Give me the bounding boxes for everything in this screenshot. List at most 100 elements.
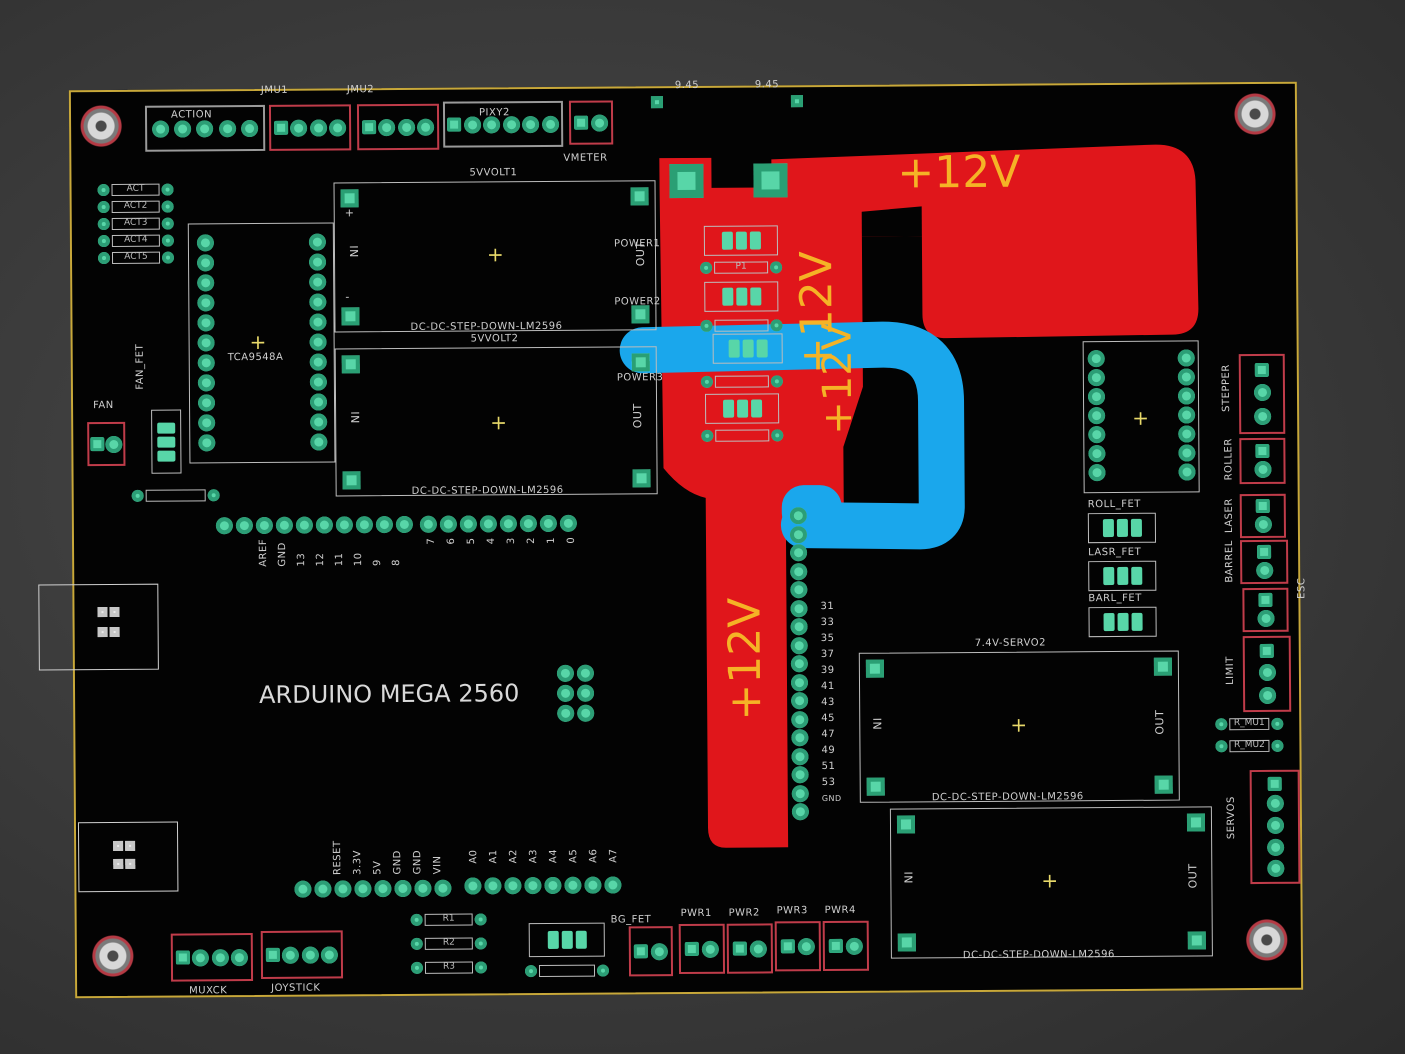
icsp-header[interactable] [556, 664, 595, 722]
buck4-out: OUT [1186, 863, 1200, 889]
p3-diode[interactable] [700, 375, 783, 388]
arduino-digital-header-right[interactable] [419, 514, 577, 533]
arduino-digital-header-left[interactable] [215, 515, 413, 535]
act-led-5[interactable]: ACT5 [97, 251, 175, 265]
roll-fet[interactable] [1087, 512, 1157, 544]
buck-converter-1: + - IN OUT + [333, 180, 657, 333]
muxck-label: MUXCK [189, 985, 228, 997]
p1-diode[interactable]: P1 [700, 261, 783, 274]
buck2-converter-label: DC-DC-STEP-DOWN-LM2596 [411, 484, 564, 497]
pixy2-header[interactable] [442, 100, 564, 148]
mounting-hole-top-right [1232, 91, 1278, 137]
p4-diode[interactable] [701, 429, 784, 442]
roller-header[interactable] [1239, 437, 1286, 485]
buck2-out: OUT [631, 403, 645, 429]
laser-label: LASER [1223, 498, 1235, 534]
pwr4-header[interactable] [822, 920, 870, 972]
bottom-fet-resistor[interactable] [524, 964, 610, 978]
power1-regulator[interactable] [703, 225, 779, 256]
resistor-r2[interactable]: R2 [410, 937, 487, 950]
power2-regulator[interactable] [704, 281, 779, 312]
bg-fet-header[interactable] [628, 926, 674, 977]
laser-header[interactable] [1239, 493, 1286, 539]
lasr-fet[interactable] [1088, 560, 1157, 592]
sw-volt1-label: 5VVOLT1 [469, 167, 518, 179]
analog-pin-labels: A0 A1 A2 A3 A4 A5 A6 A7 [468, 848, 620, 864]
p2-diode[interactable] [700, 319, 783, 332]
pwr3-label: PWR3 [776, 905, 808, 917]
buck3-converter-label: DC-DC-STEP-DOWN-LM2596 [931, 791, 1084, 804]
power-in-pad-1[interactable] [669, 163, 704, 199]
resistor-r3[interactable]: R3 [410, 961, 488, 974]
esc-label: ESC [1296, 577, 1308, 599]
sw-volt2-label: 5VVOLT2 [470, 333, 519, 345]
roller-label: ROLLER [1223, 438, 1235, 481]
muxck-header[interactable] [170, 933, 254, 982]
pcb-board: ACTION JMU1 JMU2 PIXY2 VMETER 9.45 9.45 … [38, 79, 1307, 999]
vmeter-header[interactable] [568, 100, 614, 145]
power3-label: POWER3 [616, 372, 664, 384]
pwr4-label: PWR4 [824, 904, 856, 917]
act-led-column: ACT ACT2 ACT3 ACT4 ACT5 [97, 183, 175, 265]
resistor-r1[interactable]: R1 [410, 913, 487, 926]
fan-label: FAN [93, 399, 114, 412]
vmeter-label: VMETER [563, 152, 608, 164]
buck1-in: IN [346, 245, 361, 258]
barl-fet-label: BARL_FET [1088, 592, 1142, 605]
esc-header[interactable] [1242, 587, 1289, 633]
pwr1-label: PWR1 [680, 907, 712, 920]
power4-regulator[interactable] [704, 393, 780, 424]
limit-label: LIMIT [1224, 656, 1237, 685]
joystick-header[interactable] [260, 930, 344, 979]
board-title: ARDUINO MEGA 2560 [258, 679, 520, 709]
limit-header[interactable] [1242, 635, 1292, 713]
jmu1-header[interactable] [268, 104, 352, 151]
action-header[interactable] [144, 104, 266, 152]
fan-fet[interactable] [151, 409, 182, 474]
power2-label: POWER2 [614, 296, 661, 308]
jmu1-label: JMU1 [260, 84, 289, 96]
barl-fet[interactable] [1088, 606, 1157, 638]
power-pin-labels: RESET 3.3V 5V GND GND VIN [332, 840, 444, 876]
power3-regulator[interactable] [712, 333, 783, 364]
mounting-hole-top-left [78, 103, 124, 149]
buck3-out: OUT [1153, 709, 1167, 735]
roll-fet-label: ROLL_FET [1087, 498, 1141, 511]
pwr3-header[interactable] [774, 921, 822, 972]
act-led-3[interactable]: ACT3 [97, 217, 174, 231]
barrel-header[interactable] [1240, 539, 1289, 585]
joystick-label: JOYSTICK [271, 982, 321, 994]
fan-resistor[interactable] [131, 489, 220, 502]
buck2-in: IN [348, 411, 362, 424]
top-copper-pour-main [659, 144, 1199, 848]
buck-converter-4: IN OUT + [889, 806, 1213, 959]
bottom-fet[interactable] [528, 922, 605, 958]
pwr1-header[interactable] [678, 923, 726, 975]
pwr2-header[interactable] [726, 923, 774, 974]
act-led-4[interactable]: ACT4 [97, 234, 174, 248]
servos-header[interactable] [1249, 769, 1301, 885]
fan-fet-label: FAN_FET [134, 343, 146, 390]
stepper-header[interactable] [1238, 353, 1286, 435]
r-mu1[interactable]: R_MU1 [1215, 717, 1284, 731]
arduino-power-header[interactable] [294, 879, 452, 898]
r-mu2[interactable]: R_MU2 [1215, 739, 1284, 753]
buck1-converter-label: DC-DC-STEP-DOWN-LM2596 [410, 320, 563, 333]
pour-label-top: +12V [897, 146, 1021, 199]
bg-fet-label: BG_FET [610, 914, 652, 926]
stepper-label: STEPPER [1220, 364, 1233, 412]
arduino-right-pin-column[interactable] [789, 507, 809, 821]
act-led-1[interactable]: ACT [97, 183, 174, 197]
dimension-pad-left [650, 96, 663, 109]
bottom-copper-trace [619, 321, 965, 550]
jmu2-header[interactable] [356, 103, 440, 151]
act-led-2[interactable]: ACT2 [97, 200, 174, 214]
fan-header[interactable] [87, 421, 126, 467]
dimension-right: 9.45 [754, 79, 780, 91]
tca9548a-module: TCA9548A + [187, 222, 336, 464]
buck4-in: IN [901, 871, 915, 884]
arduino-analog-header[interactable] [464, 876, 622, 895]
power-in-pad-2[interactable] [753, 163, 788, 198]
jmu2-label: JMU2 [346, 84, 375, 96]
right-ic-module: + [1082, 340, 1200, 494]
